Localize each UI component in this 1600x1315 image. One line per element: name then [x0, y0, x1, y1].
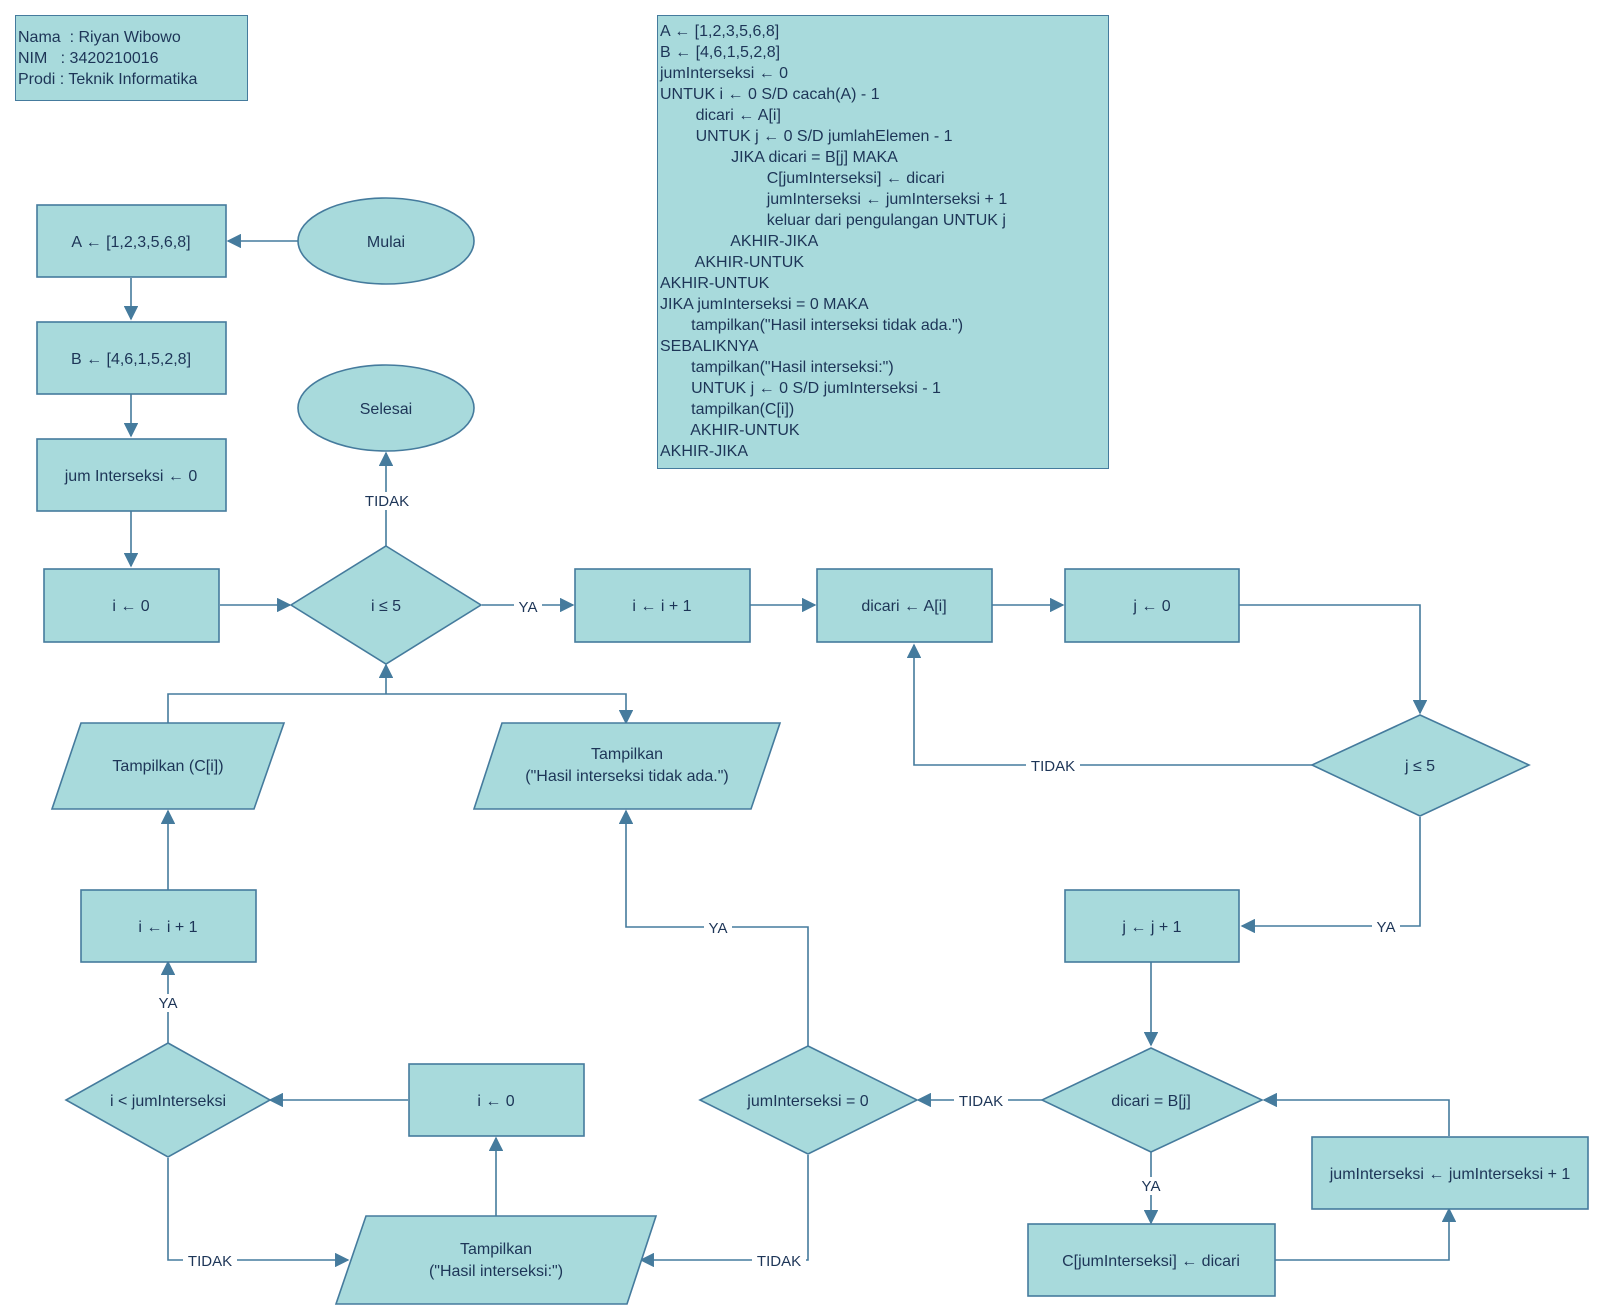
- node-show-c: Tampilkan (C[i]): [50, 722, 286, 810]
- label-ya-cond-dicari: YA: [1142, 1178, 1161, 1195]
- edge-cond-i-lt-tidak-to-show-result: [167, 1158, 350, 1268]
- label-ya-cond-i: YA: [519, 599, 538, 616]
- node-inc-i-top-label: i ← i + 1: [632, 598, 691, 615]
- node-assign-b-label: B ← [4,6,1,5,2,8]: [71, 351, 191, 368]
- node-inc-i-top: i ← i + 1: [574, 568, 751, 643]
- node-init-jum: jum Interseksi ← 0: [36, 438, 227, 512]
- pseudocode-line: tampilkan("Hasil interseksi tidak ada."): [660, 317, 964, 334]
- edge-loop-merge: [167, 693, 634, 725]
- pseudocode-line: JIKA dicari = B[j] MAKA: [660, 149, 898, 166]
- node-show-result-line2: ("Hasil interseksi:"): [429, 1263, 563, 1280]
- node-dicari: dicari ← A[i]: [816, 568, 993, 643]
- pseudocode-line: tampilkan("Hasil interseksi:"): [660, 359, 894, 376]
- info-line-nim: NIM : 3420210016: [18, 50, 159, 67]
- node-cond-i-lt-label: i < jumInterseksi: [110, 1093, 226, 1110]
- pseudocode-line: tampilkan(C[i]): [660, 401, 795, 418]
- node-dicari-label: dicari ← A[i]: [861, 598, 946, 615]
- node-cond-jum-zero-label: jumInterseksi = 0: [746, 1093, 868, 1110]
- label-tidak-cond-j: TIDAK: [1031, 758, 1075, 775]
- node-inc-jum: jumInterseksi ← jumInterseksi + 1: [1311, 1136, 1589, 1210]
- edge-j0-to-cond-j: [1239, 604, 1428, 715]
- pseudocode-line: AKHIR-JIKA: [660, 233, 819, 250]
- label-tidak-cond-jum: TIDAK: [757, 1253, 801, 1270]
- node-show-c-label: Tampilkan (C[i]): [112, 758, 223, 775]
- node-show-none-line1: Tampilkan: [591, 746, 663, 763]
- label-tidak-selesai: TIDAK: [365, 493, 409, 510]
- label-tidak-cond-dicari: TIDAK: [959, 1093, 1003, 1110]
- pseudocode-line: AKHIR-UNTUK: [660, 275, 770, 292]
- node-show-result-line1: Tampilkan: [460, 1241, 532, 1258]
- info-line-name: Nama : Riyan Wibowo: [18, 29, 181, 46]
- pseudocode-line: jumInterseksi ← jumInterseksi + 1: [660, 191, 1008, 208]
- node-selesai: Selesai: [297, 364, 475, 452]
- pseudocode-line: keluar dari pengulangan UNTUK j: [660, 212, 1006, 229]
- node-inc-j: j ← j + 1: [1064, 889, 1240, 963]
- pseudocode-line: AKHIR-UNTUK: [660, 422, 800, 439]
- node-mulai: Mulai: [297, 197, 475, 285]
- node-assign-a-label: A ← [1,2,3,5,6,8]: [71, 234, 190, 251]
- node-selesai-label: Selesai: [360, 401, 412, 418]
- pseudocode-line: UNTUK i ← 0 S/D cacah(A) - 1: [660, 86, 880, 103]
- pseudocode-box: A ← [1,2,3,5,6,8] B ← [4,6,1,5,2,8] jumInt…: [657, 15, 1109, 469]
- node-init-i-bottom: i ← 0: [408, 1063, 585, 1137]
- node-mulai-label: Mulai: [367, 234, 405, 251]
- label-ya-cond-i-lt: YA: [159, 995, 178, 1012]
- node-show-none-line2: ("Hasil interseksi tidak ada."): [525, 768, 728, 785]
- pseudocode-line: UNTUK j ← 0 S/D jumlahElemen - 1: [660, 128, 953, 145]
- node-cond-j: j ≤ 5: [1310, 714, 1531, 817]
- edge-cond-j-tidak-to-dicari: [906, 643, 1312, 766]
- node-init-i-bottom-label: i ← 0: [477, 1093, 514, 1110]
- label-ya-cond-jum: YA: [709, 920, 728, 937]
- pseudocode-line: B ← [4,6,1,5,2,8]: [660, 44, 781, 61]
- pseudocode-line: AKHIR-UNTUK: [660, 254, 805, 271]
- edge-cond-jum-tidak-to-show-result: [639, 1155, 809, 1268]
- node-init-j: j ← 0: [1064, 568, 1240, 643]
- edge-cond-j-ya-to-inc-j: [1240, 817, 1421, 934]
- node-inc-jum-label: jumInterseksi ← jumInterseksi + 1: [1329, 1166, 1571, 1183]
- node-cond-jum-zero: jumInterseksi = 0: [698, 1045, 919, 1155]
- node-show-result: Tampilkan ("Hasil interseksi:"): [334, 1215, 658, 1305]
- info-line-prodi: Prodi : Teknik Informatika: [18, 71, 198, 88]
- pseudocode-line: SEBALIKNYA: [660, 338, 759, 355]
- node-show-none: Tampilkan ("Hasil interseksi tidak ada."…: [472, 722, 782, 810]
- node-init-i: i ← 0: [43, 568, 220, 643]
- edge-labels: TIDAK YA TIDAK YA YA TIDAK YA TIDAK TIDA…: [154, 492, 1400, 1270]
- node-inc-j-label: j ← j + 1: [1121, 919, 1181, 936]
- pseudocode-line: C[jumInterseksi] ← dicari: [660, 170, 945, 187]
- node-assign-c: C[jumInterseksi] ← dicari: [1027, 1223, 1276, 1297]
- node-cond-i: i ≤ 5: [289, 545, 483, 665]
- edge-inc-jum-to-cond-dicari: [1262, 1092, 1450, 1136]
- node-cond-dicari: dicari = B[j]: [1040, 1047, 1264, 1153]
- node-init-jum-label: jum Interseksi ← 0: [64, 468, 198, 485]
- node-assign-a: A ← [1,2,3,5,6,8]: [36, 204, 227, 278]
- node-init-i-label: i ← 0: [112, 598, 149, 615]
- node-cond-i-lt: i < jumInterseksi: [64, 1042, 272, 1158]
- pseudocode-line: UNTUK j ← 0 S/D jumInterseksi - 1: [660, 380, 941, 397]
- node-assign-b: B ← [4,6,1,5,2,8]: [36, 321, 227, 395]
- label-tidak-cond-i-lt: TIDAK: [188, 1253, 232, 1270]
- pseudocode-line: jumInterseksi ← 0: [660, 65, 789, 82]
- node-init-j-label: j ← 0: [1132, 598, 1170, 615]
- node-cond-dicari-label: dicari = B[j]: [1111, 1093, 1191, 1110]
- pseudocode-line: A ← [1,2,3,5,6,8]: [660, 23, 780, 40]
- node-inc-i-bottom: i ← i + 1: [80, 889, 257, 963]
- edge-c-to-inc-jum: [1275, 1207, 1457, 1261]
- node-assign-c-label: C[jumInterseksi] ← dicari: [1062, 1253, 1240, 1270]
- node-cond-j-label: j ≤ 5: [1404, 758, 1435, 775]
- pseudocode-line: JIKA jumInterseksi = 0 MAKA: [660, 296, 869, 313]
- label-ya-cond-j: YA: [1377, 919, 1396, 936]
- pseudocode-line: AKHIR-JIKA: [660, 443, 749, 460]
- node-inc-i-bottom-label: i ← i + 1: [138, 919, 197, 936]
- pseudocode-line: dicari ← A[i]: [660, 107, 781, 124]
- node-cond-i-label: i ≤ 5: [371, 598, 401, 615]
